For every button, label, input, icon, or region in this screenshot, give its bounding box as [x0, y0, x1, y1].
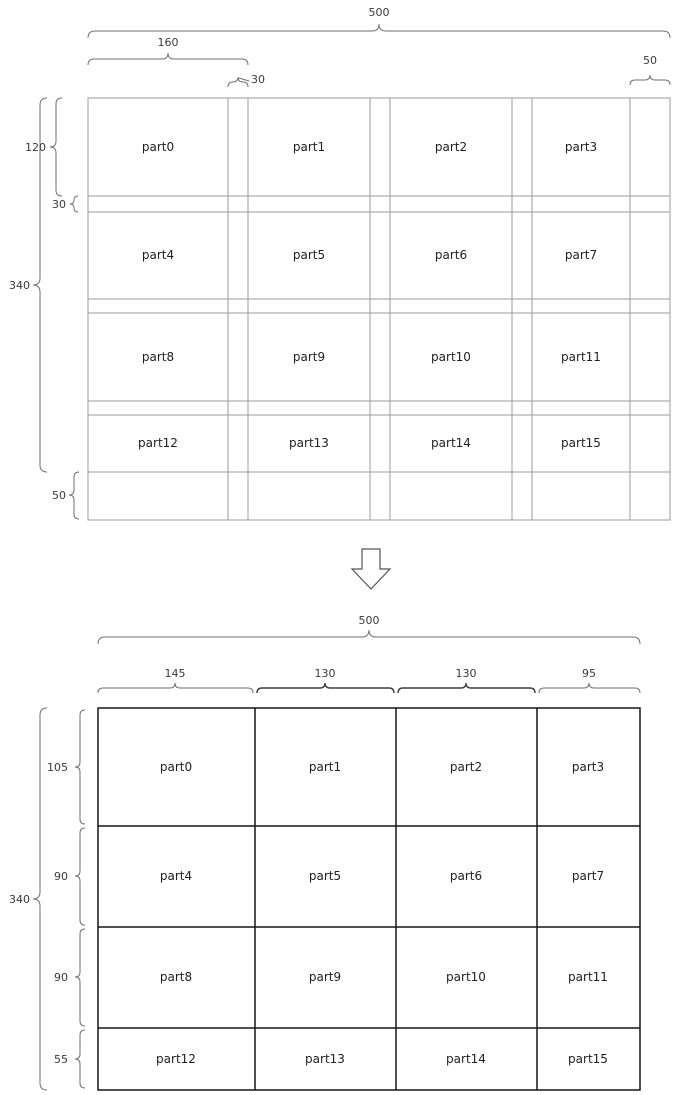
top-part-label: part2	[435, 140, 467, 154]
bottom-part-label: part14	[446, 1052, 486, 1066]
dim-label-bottom-col1: 145	[165, 667, 186, 680]
bottom-grid-outer-border	[97, 707, 641, 1091]
bottom-diagram: 500 145 130 130 95 340 105 90 90 55 part…	[9, 614, 641, 1091]
dim-label-top-first-column: 160	[158, 36, 179, 49]
bottom-part-label: part10	[446, 970, 486, 984]
brace-top-first-row	[49, 97, 63, 197]
bottom-part-label: part11	[568, 970, 608, 984]
brace-bottom-col2	[256, 682, 395, 694]
dim-label-bottom-row3: 90	[54, 971, 68, 984]
bottom-part-label: part6	[450, 869, 482, 883]
top-part-label: part1	[293, 140, 325, 154]
bottom-part-label: part3	[572, 760, 604, 774]
brace-bottom-row4	[74, 1029, 86, 1089]
bottom-grid-inner-lines	[98, 708, 640, 1090]
top-grid-vertical-gutter-lines	[227, 98, 631, 520]
bottom-part-label: part9	[309, 970, 341, 984]
top-diagram: 500 160 30 50 120 30 340 50 part0 part1 …	[9, 6, 671, 521]
dim-label-top-row-gutter: 30	[52, 198, 66, 211]
brace-bottom-col4	[538, 682, 641, 694]
brace-bottom-row3	[74, 928, 86, 1027]
top-part-label: part14	[431, 436, 471, 450]
dim-label-bottom-total-width: 500	[359, 614, 380, 627]
brace-bottom-total-width	[97, 629, 641, 645]
dim-label-top-first-row: 120	[25, 141, 46, 154]
bottom-part-label: part5	[309, 869, 341, 883]
bottom-part-label: part2	[450, 760, 482, 774]
top-grid-outer-border	[87, 97, 671, 521]
top-part-label: part13	[289, 436, 329, 450]
top-part-label: part10	[431, 350, 471, 364]
brace-top-row-gutter	[69, 195, 79, 213]
bottom-part-label: part4	[160, 869, 192, 883]
top-part-label: part15	[561, 436, 601, 450]
bottom-part-label: part1	[309, 760, 341, 774]
brace-top-column-gutter	[227, 76, 249, 88]
top-part-label: part7	[565, 248, 597, 262]
top-part-label: part8	[142, 350, 174, 364]
top-part-label: part5	[293, 248, 325, 262]
brace-bottom-row2	[74, 827, 86, 926]
bottom-part-label: part13	[305, 1052, 345, 1066]
top-part-label: part6	[435, 248, 467, 262]
top-part-label: part3	[565, 140, 597, 154]
brace-bottom-col1	[97, 682, 254, 694]
brace-top-bottom-margin	[68, 471, 80, 520]
bottom-part-label: part0	[160, 760, 192, 774]
dim-label-bottom-total-height: 340	[9, 893, 30, 906]
brace-top-first-column	[87, 52, 249, 66]
top-part-label: part9	[293, 350, 325, 364]
down-arrow-icon	[350, 548, 392, 590]
dim-label-top-right-margin: 50	[643, 54, 657, 67]
bottom-part-label: part8	[160, 970, 192, 984]
brace-bottom-col3	[397, 682, 536, 694]
dim-label-top-total-height: 340	[9, 279, 30, 292]
dim-label-top-column-gutter: 30	[251, 73, 265, 86]
brace-bottom-row1	[74, 709, 86, 825]
top-part-label: part11	[561, 350, 601, 364]
top-part-label: part4	[142, 248, 174, 262]
dim-label-top-bottom-margin: 50	[52, 489, 66, 502]
leader-top-column-gutter	[238, 77, 250, 82]
brace-top-right-margin	[629, 74, 671, 86]
brace-top-total-width	[87, 23, 671, 39]
dim-label-bottom-col4: 95	[582, 667, 596, 680]
top-grid-horizontal-gutter-lines	[88, 195, 670, 473]
top-part-label: part12	[138, 436, 178, 450]
top-part-label: part0	[142, 140, 174, 154]
dim-label-bottom-row4: 55	[54, 1053, 68, 1066]
dim-label-bottom-row2: 90	[54, 870, 68, 883]
dim-label-bottom-col2: 130	[315, 667, 336, 680]
bottom-part-label: part15	[568, 1052, 608, 1066]
brace-bottom-total-height	[32, 707, 48, 1091]
brace-top-total-height	[32, 97, 48, 473]
dim-label-top-total-width: 500	[369, 6, 390, 19]
bottom-part-label: part12	[156, 1052, 196, 1066]
bottom-part-label: part7	[572, 869, 604, 883]
dim-label-bottom-col3: 130	[456, 667, 477, 680]
dim-label-bottom-row1: 105	[47, 761, 68, 774]
